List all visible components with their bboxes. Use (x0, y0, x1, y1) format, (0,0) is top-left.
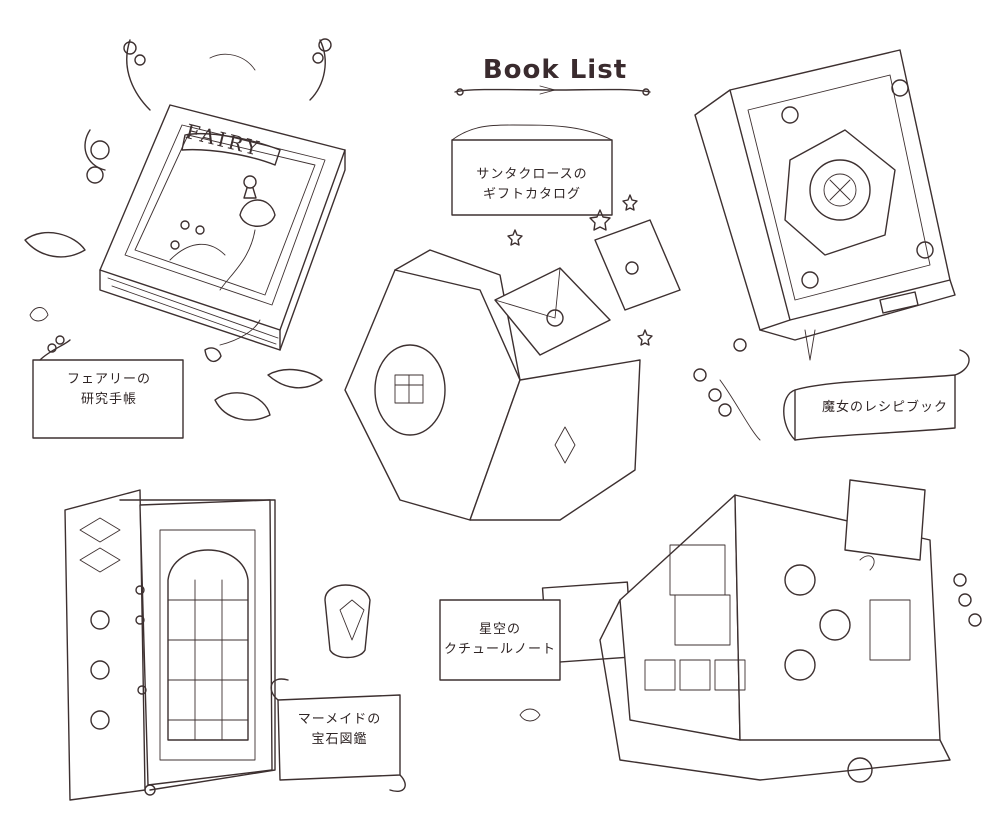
santa-label-line-1: サンタクロースの (476, 167, 588, 182)
santa-book-illustration (344, 124, 681, 521)
starry-book-label: 星空の クチュールノート (440, 620, 560, 660)
title-ornament (454, 85, 651, 96)
fairy-label-line-2: 研究手帳 (80, 392, 137, 407)
mermaid-label-line-1: マーメイドの (297, 712, 382, 727)
witch-book-illustration (693, 49, 970, 441)
fairy-label-line-1: フェアリーの (66, 372, 151, 387)
santa-book-label: サンタクロースの ギフトカタログ (456, 165, 608, 205)
fairy-book-illustration (24, 38, 346, 439)
page-title: Book List (482, 55, 628, 85)
mermaid-label-line-2: 宝石図鑑 (311, 732, 368, 747)
starry-label-line-2: クチュールノート (443, 642, 556, 657)
fairy-book-label: フェアリーの 研究手帳 (44, 370, 174, 410)
witch-label-line-1: 魔女のレシピブック (821, 400, 948, 415)
mermaid-book-label: マーメイドの 宝石図鑑 (282, 710, 397, 750)
santa-label-line-2: ギフトカタログ (482, 187, 581, 202)
mermaid-book-illustration (64, 489, 406, 801)
starry-book-illustration (439, 479, 982, 783)
witch-book-label: 魔女のレシピブック (810, 398, 960, 418)
starry-label-line-1: 星空の (478, 622, 521, 637)
